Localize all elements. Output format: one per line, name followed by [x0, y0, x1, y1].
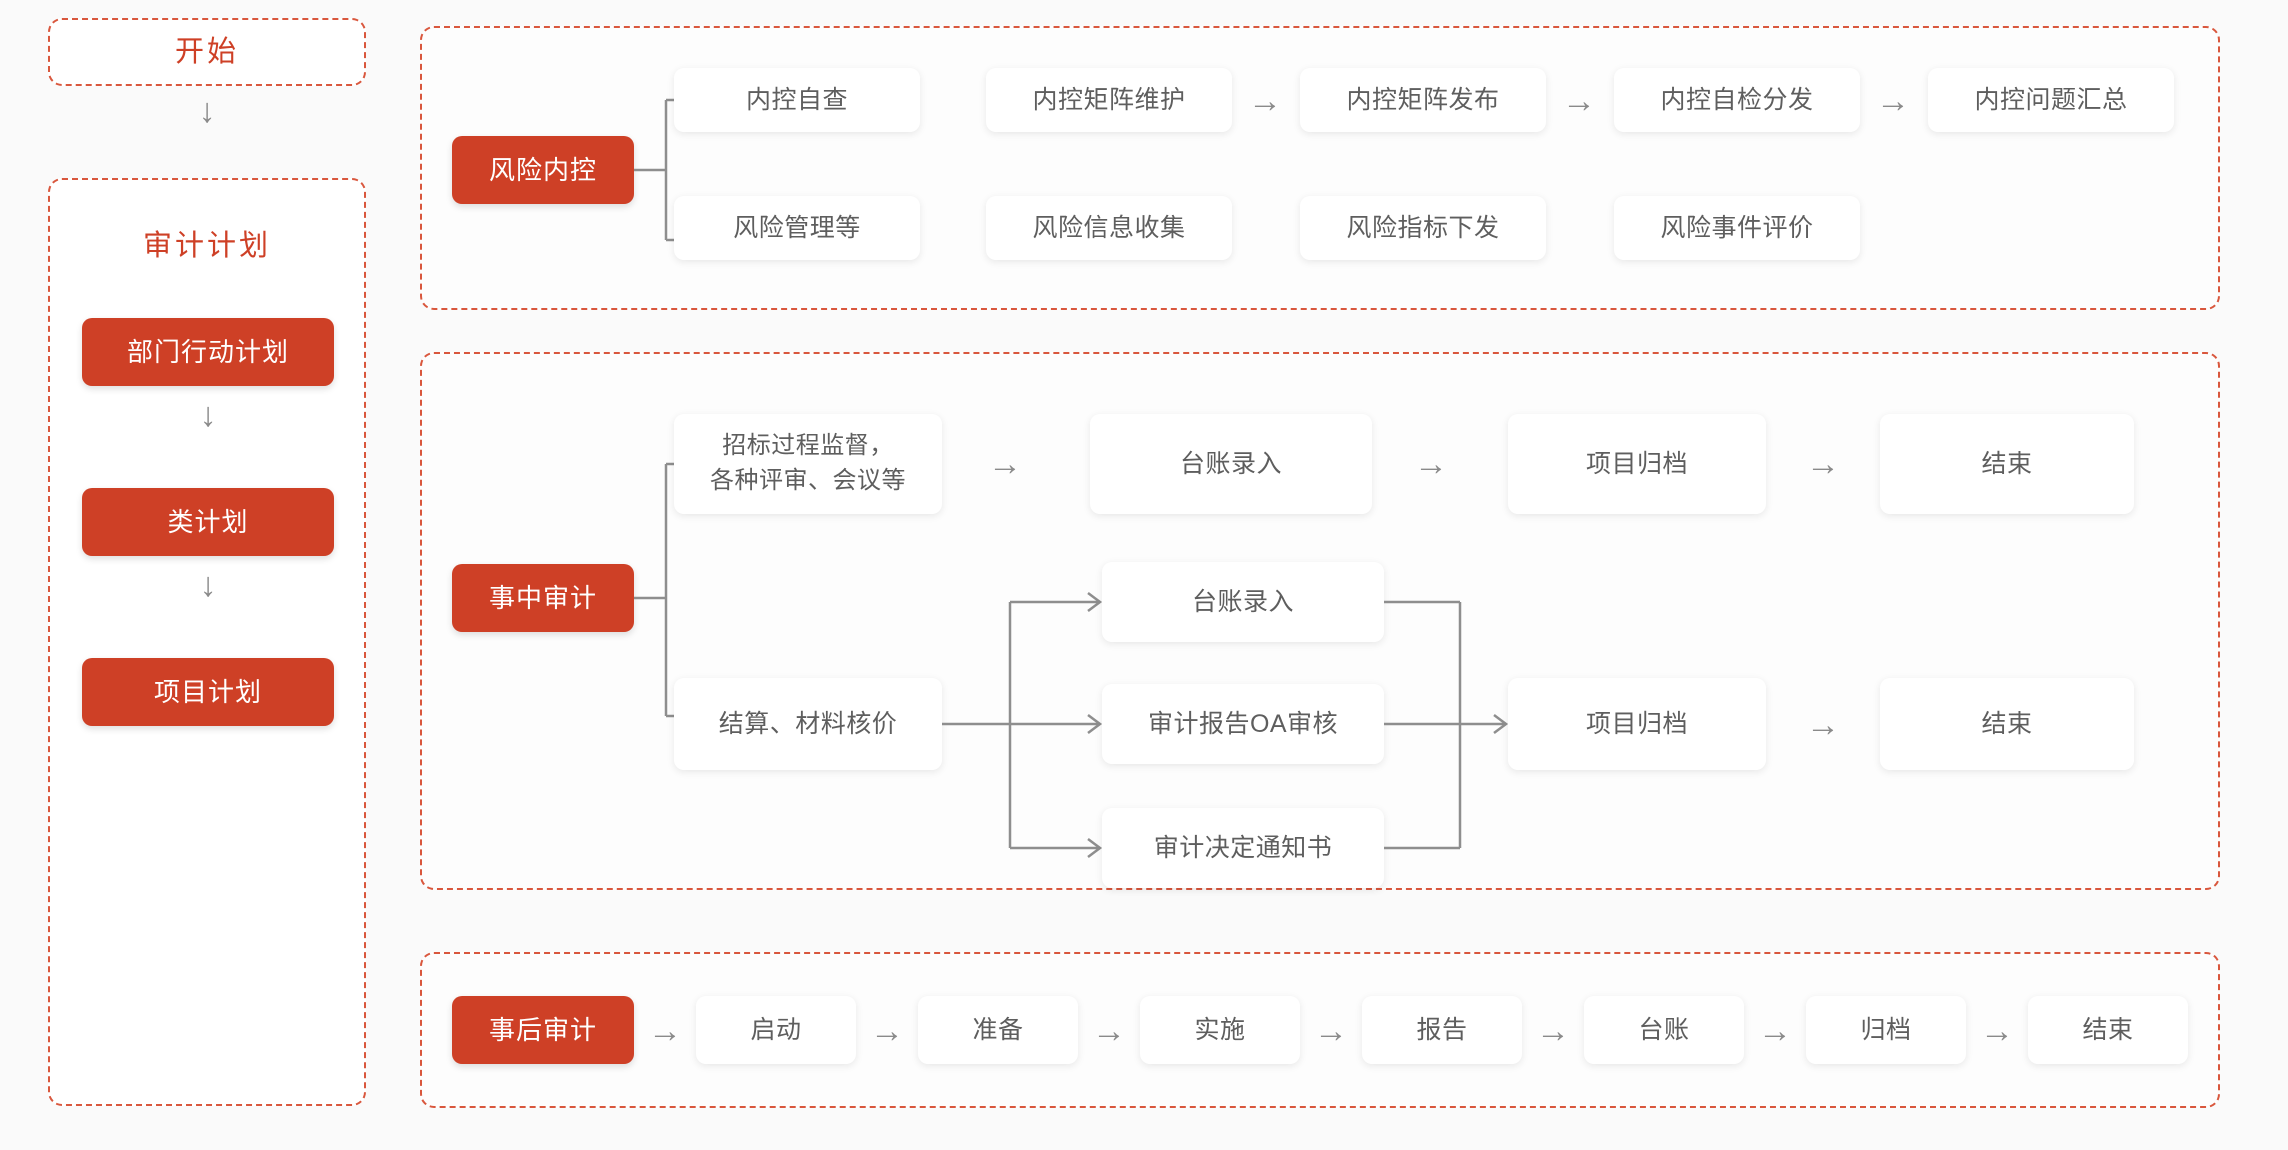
card-internal-control-self-check[interactable]: 内控自查	[674, 68, 920, 132]
arrow-project-archive-to-end-bottom: →	[1806, 706, 1840, 744]
card-internal-control-self-check-distribution[interactable]: 内控自检分发	[1614, 68, 1860, 132]
arrow-project-archive-to-end-top: →	[1806, 445, 1840, 483]
card-internal-control-matrix-maintenance[interactable]: 内控矩阵维护	[986, 68, 1232, 132]
card-end-bottom[interactable]: 结束	[1880, 678, 2134, 770]
card-post-ledger[interactable]: 台账	[1584, 996, 1744, 1064]
arrow-self-check-dist-to-issue-summary: →	[1876, 82, 1910, 120]
card-end-top[interactable]: 结束	[1880, 414, 2134, 514]
card-ledger-entry-parallel[interactable]: 台账录入	[1102, 562, 1384, 642]
arrow-bidding-to-ledger-entry: →	[988, 445, 1022, 483]
start-container	[48, 18, 366, 86]
sidebar-arrow-2: ↓	[199, 566, 217, 604]
card-project-archive-top[interactable]: 项目归档	[1508, 414, 1766, 514]
card-post-archive[interactable]: 归档	[1806, 996, 1966, 1064]
arrow-post-audit-to-start: →	[648, 1012, 682, 1050]
card-post-end[interactable]: 结束	[2028, 996, 2188, 1064]
sidebar-step-project-plan[interactable]: 项目计划	[82, 658, 334, 726]
card-line-2: 各种评审、会议等	[710, 467, 906, 494]
arrow-archive-to-end: →	[1980, 1012, 2014, 1050]
arrow-matrix-publish-to-self-check-dist: →	[1562, 82, 1596, 120]
sidebar-step-department-action-plan[interactable]: 部门行动计划	[82, 318, 334, 386]
card-audit-report-oa-review[interactable]: 审计报告OA审核	[1102, 684, 1384, 764]
start-label: 开始	[174, 36, 239, 68]
card-risk-information-collection[interactable]: 风险信息收集	[986, 196, 1232, 260]
card-post-report[interactable]: 报告	[1362, 996, 1522, 1064]
card-post-implement[interactable]: 实施	[1140, 996, 1300, 1064]
sidebar-arrow-start-to-plan: ↓	[198, 92, 216, 130]
card-bidding-process-supervision[interactable]: 招标过程监督， 各种评审、会议等	[674, 414, 942, 514]
card-internal-control-matrix-publish[interactable]: 内控矩阵发布	[1300, 68, 1546, 132]
card-settlement-material-pricing[interactable]: 结算、材料核价	[674, 678, 942, 770]
arrow-ledger-to-archive: →	[1758, 1012, 1792, 1050]
panel-badge-post-audit[interactable]: 事后审计	[452, 996, 634, 1064]
card-risk-indicator-issuance[interactable]: 风险指标下发	[1300, 196, 1546, 260]
arrow-report-to-ledger: →	[1536, 1012, 1570, 1050]
card-audit-decision-notice[interactable]: 审计决定通知书	[1102, 808, 1384, 888]
card-ledger-entry-top[interactable]: 台账录入	[1090, 414, 1372, 514]
panel-badge-during-audit[interactable]: 事中审计	[452, 564, 634, 632]
arrow-matrix-maint-to-publish: →	[1248, 82, 1282, 120]
sidebar-arrow-1: ↓	[199, 396, 217, 434]
card-internal-control-issue-summary[interactable]: 内控问题汇总	[1928, 68, 2174, 132]
audit-plan-title: 审计计划	[142, 230, 271, 262]
arrow-prepare-to-implement: →	[1092, 1012, 1126, 1050]
card-post-start[interactable]: 启动	[696, 996, 856, 1064]
card-post-prepare[interactable]: 准备	[918, 996, 1078, 1064]
card-line-1: 招标过程监督，	[722, 432, 894, 460]
card-risk-management-etc[interactable]: 风险管理等	[674, 196, 920, 260]
arrow-implement-to-report: →	[1314, 1012, 1348, 1050]
sidebar-step-category-plan[interactable]: 类计划	[82, 488, 334, 556]
card-project-archive-bottom[interactable]: 项目归档	[1508, 678, 1766, 770]
arrow-start-to-prepare: →	[870, 1012, 904, 1050]
arrow-ledger-to-project-archive-top: →	[1414, 445, 1448, 483]
card-risk-event-evaluation[interactable]: 风险事件评价	[1614, 196, 1860, 260]
panel-badge-risk-internal-control[interactable]: 风险内控	[452, 136, 634, 204]
